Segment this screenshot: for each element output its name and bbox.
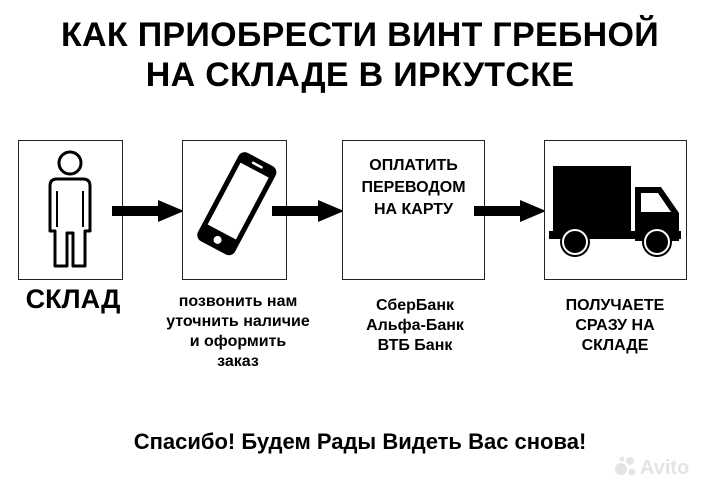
bank-name: СберБанк bbox=[376, 297, 454, 314]
pickup-instructions: ПОЛУЧАЕТЕ СРАЗУ НА СКЛАДЕ bbox=[535, 296, 695, 356]
page-title-line-2: НА СКЛАДЕ В ИРКУТСКЕ bbox=[145, 56, 575, 94]
bank-name: ВТБ Банк bbox=[377, 337, 453, 354]
pay-instruction-line: ОПЛАТИТЬ bbox=[369, 157, 458, 174]
pay-instruction: ОПЛАТИТЬ ПЕРЕВОДОМ НА КАРТУ bbox=[343, 155, 484, 221]
person-icon bbox=[48, 150, 92, 268]
avito-watermark-logo: Avito bbox=[615, 456, 689, 479]
step-2-box bbox=[182, 140, 287, 280]
thank-you-message: Спасибо! Будем Рады Видеть Вас снова! bbox=[133, 429, 587, 454]
smartphone-icon bbox=[197, 152, 277, 256]
caption-line: СРАЗУ НА bbox=[575, 317, 655, 334]
arrow-right-icon bbox=[272, 200, 344, 222]
page-title-line-1: КАК ПРИОБРЕСТИ ВИНТ ГРЕБНОЙ bbox=[60, 16, 660, 54]
bank-name: Альфа-Банк bbox=[366, 317, 464, 334]
truck-icon bbox=[549, 166, 681, 257]
caption-line: позвонить нам bbox=[178, 293, 298, 310]
caption-line: ПОЛУЧАЕТЕ bbox=[565, 297, 665, 314]
step-4-box bbox=[544, 140, 687, 280]
call-instructions: позвонить нам уточнить наличие и оформит… bbox=[143, 292, 333, 372]
pay-instruction-line: НА КАРТУ bbox=[373, 201, 454, 218]
step-3-box: ОПЛАТИТЬ ПЕРЕВОДОМ НА КАРТУ bbox=[342, 140, 485, 280]
svg-text:Avito: Avito bbox=[640, 457, 689, 479]
caption-line: СКЛАДЕ bbox=[581, 337, 649, 354]
arrow-right-icon bbox=[112, 200, 184, 222]
caption-line: заказ bbox=[217, 353, 259, 370]
caption-line: и оформить bbox=[189, 333, 287, 350]
pay-instruction-line: ПЕРЕВОДОМ bbox=[361, 179, 466, 196]
arrow-right-icon bbox=[474, 200, 546, 222]
bank-list: СберБанк Альфа-Банк ВТБ Банк bbox=[330, 296, 500, 356]
step-1-box bbox=[18, 140, 123, 280]
warehouse-label: СКЛАД bbox=[25, 284, 121, 314]
caption-line: уточнить наличие bbox=[166, 313, 310, 330]
